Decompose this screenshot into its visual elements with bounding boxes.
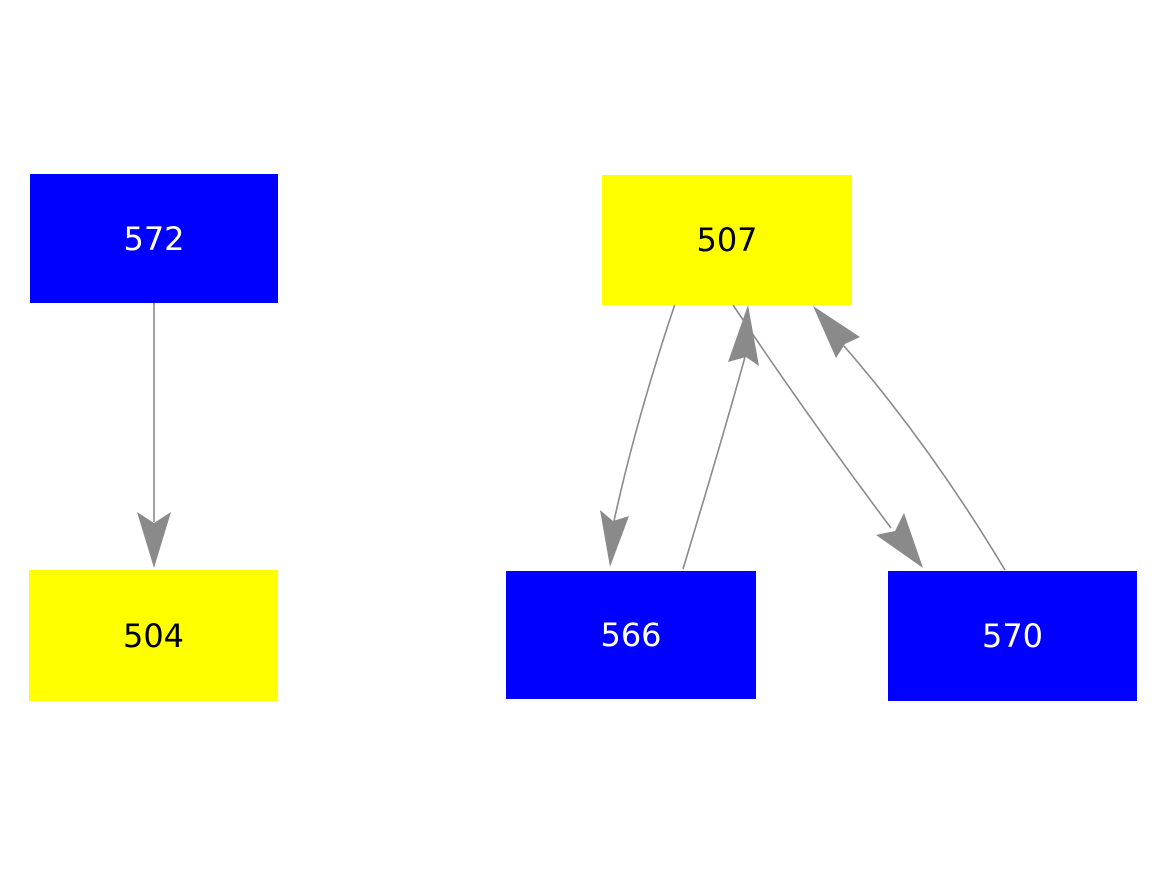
node-504: 504	[29, 570, 278, 701]
node-570-label: 570	[981, 617, 1044, 655]
node-504-label: 504	[122, 616, 185, 655]
edge-570-to-507	[843, 345, 1006, 571]
arrowhead-507-to-566-icon	[600, 510, 629, 567]
edge-507-to-570	[732, 304, 892, 529]
node-566: 566	[506, 571, 756, 699]
arrowhead-572-to-504-icon	[137, 512, 171, 568]
node-507: 507	[602, 175, 852, 305]
edge-507-to-566	[613, 303, 676, 522]
node-572: 572	[30, 174, 278, 303]
arrowhead-570-to-507-icon	[813, 306, 860, 358]
arrowhead-507-to-570-icon	[876, 513, 923, 568]
node-566-label: 566	[600, 616, 662, 654]
arrowhead-566-to-507-icon	[728, 305, 759, 366]
node-507-label: 507	[696, 221, 758, 259]
edge-566-to-507	[682, 356, 746, 570]
node-570: 570	[888, 571, 1137, 701]
node-572-label: 572	[123, 219, 185, 258]
